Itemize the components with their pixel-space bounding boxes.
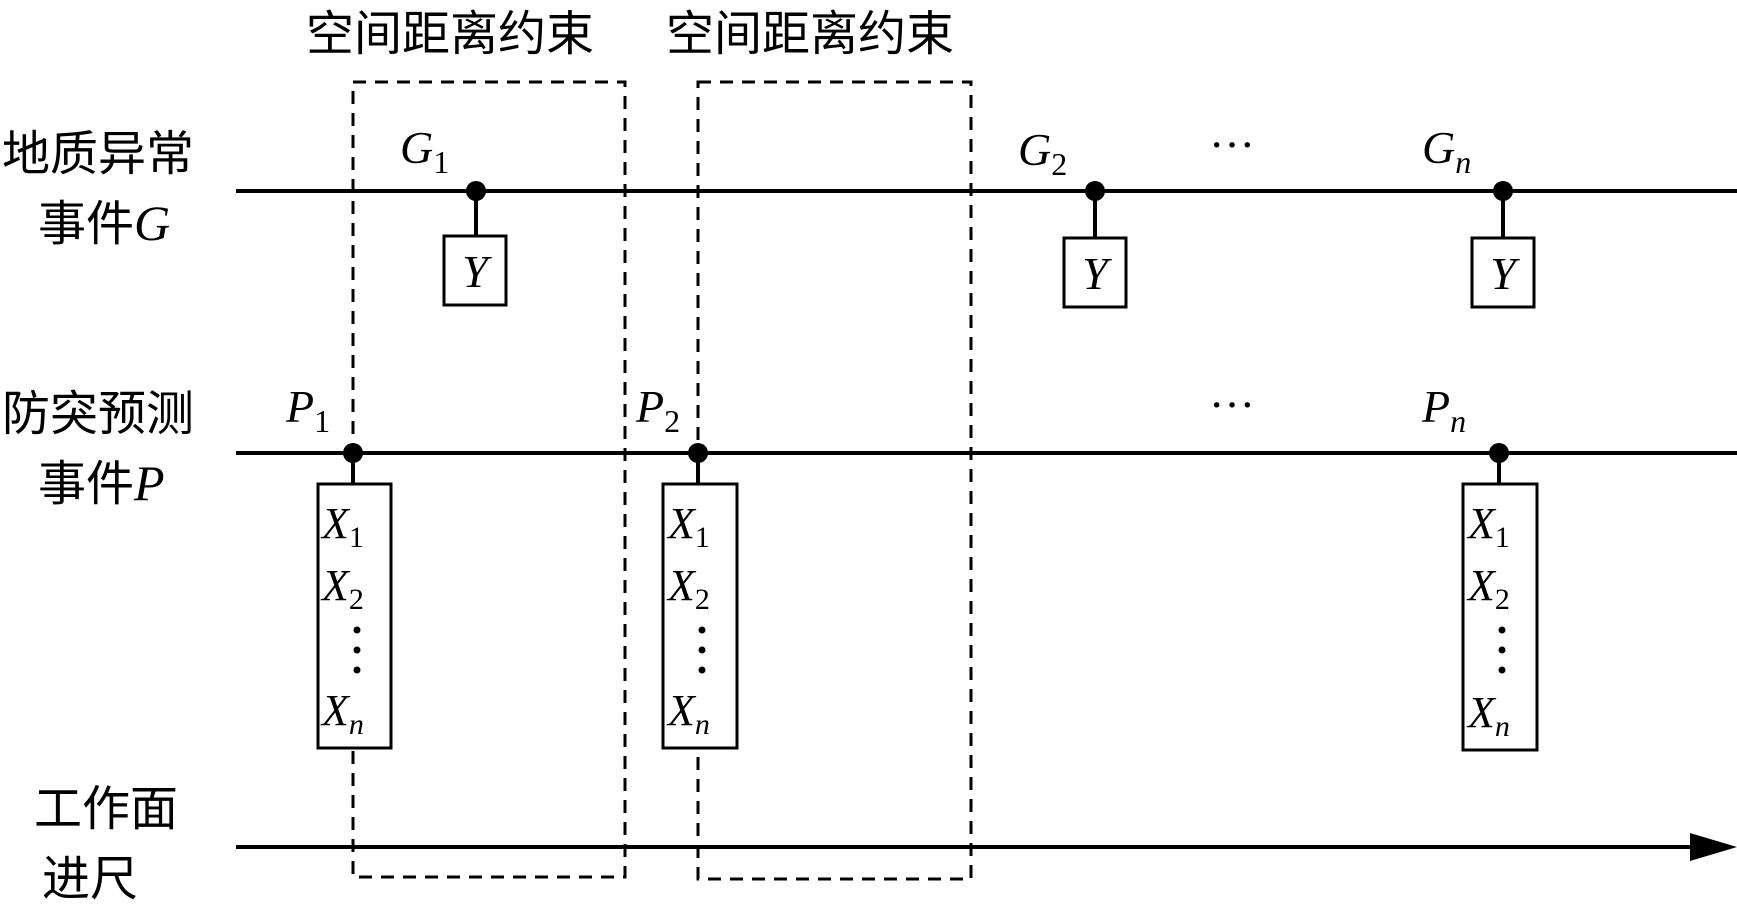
geology-event-box [1062, 236, 1128, 309]
box-item-x1: X1 [320, 499, 364, 554]
geology-ellipsis: ··· [1209, 119, 1255, 170]
geology-event-label: G2 [1018, 124, 1067, 182]
vertical-ellipsis-dot [698, 666, 706, 674]
vertical-ellipsis-dot [1498, 626, 1506, 634]
box-item-xn: Xn [320, 686, 364, 741]
constraint-box-2 [696, 80, 973, 881]
advance-arrowhead [1690, 833, 1737, 861]
geology-event-n: Gn Y [1422, 122, 1536, 309]
constraint-label-2: 空间距离约束 [666, 6, 954, 62]
constraint-box-1 [351, 80, 627, 879]
vertical-ellipsis-dot [353, 646, 361, 654]
geology-event-1: G1 Y [400, 122, 508, 307]
vertical-ellipsis-dot [698, 626, 706, 634]
geology-event-label: G1 [400, 122, 449, 180]
box-item-x2: X2 [666, 561, 710, 616]
geology-event-box-label: Y [1082, 248, 1112, 299]
box-item-xn: Xn [666, 686, 710, 741]
box-item-x2: X2 [320, 561, 364, 616]
prediction-event-box [661, 482, 739, 750]
prediction-event-1: P1 X1 X2 Xn [285, 381, 393, 750]
vertical-ellipsis-dot [353, 626, 361, 634]
geology-row-label-line1: 地质异常 [2, 126, 194, 182]
geology-event-label: Gn [1422, 122, 1471, 180]
box-item-x2: X2 [1466, 561, 1510, 616]
vertical-ellipsis-dot [1498, 666, 1506, 674]
geology-event-2: G2 Y [1018, 124, 1128, 309]
prediction-event-label: Pn [1421, 381, 1466, 439]
box-item-x1: X1 [1466, 499, 1510, 554]
prediction-row-label-line2: 事件P [38, 455, 165, 512]
advance-row-label-line1: 工作面 [34, 781, 178, 837]
prediction-row-label-line1: 防突预测 [2, 386, 194, 442]
vertical-ellipsis-dot [698, 646, 706, 654]
prediction-event-n: Pn X1 X2 Xn [1421, 381, 1539, 752]
geology-event-box [442, 234, 508, 307]
constraint-label-1: 空间距离约束 [306, 6, 594, 62]
prediction-event-label: P1 [285, 381, 330, 439]
vertical-ellipsis-dot [353, 666, 361, 674]
geology-event-box-label: Y [462, 246, 492, 297]
prediction-event-box [1461, 482, 1539, 752]
prediction-event-box [316, 482, 393, 750]
advance-row-label-line2: 进尺 [42, 851, 138, 907]
box-item-x1: X1 [666, 499, 710, 554]
prediction-event-2: P2 X1 X2 Xn [635, 381, 739, 750]
box-item-xn: Xn [1466, 688, 1510, 743]
prediction-ellipsis: ··· [1209, 379, 1255, 430]
geology-event-box [1470, 236, 1536, 309]
vertical-ellipsis-dot [1498, 646, 1506, 654]
prediction-event-label: P2 [635, 381, 680, 439]
geology-event-box-label: Y [1490, 248, 1520, 299]
geology-row-label-line2: 事件G [38, 195, 170, 252]
